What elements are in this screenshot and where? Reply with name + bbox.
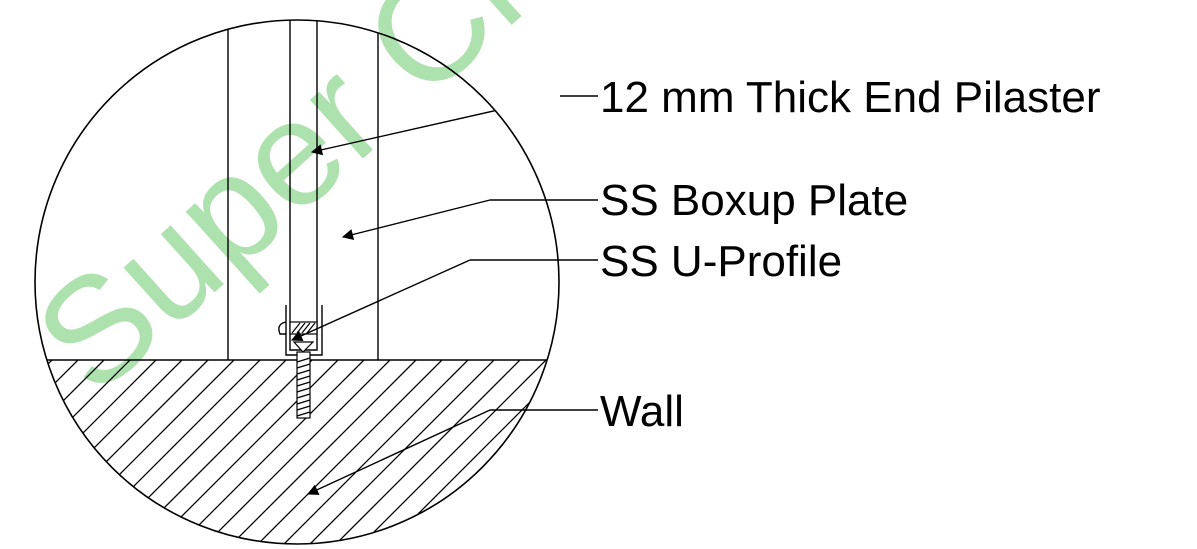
hatch-line <box>684 360 884 549</box>
leader-lines <box>290 95 559 495</box>
hatch-line <box>35 360 105 544</box>
screw-thread <box>296 411 311 417</box>
anchor-screw <box>296 351 311 419</box>
label-u-profile: SS U-Profile <box>600 237 842 286</box>
hatch-line <box>267 360 469 544</box>
screw-thread <box>296 393 311 399</box>
hatch-line <box>0 360 26 549</box>
hatch-line <box>397 360 559 544</box>
screw-thread <box>296 381 311 387</box>
hatch-line <box>215 360 417 544</box>
hatch-line <box>35 360 131 544</box>
hatch-line <box>423 360 559 544</box>
hatch-line <box>736 360 936 549</box>
screw-thread <box>296 387 311 393</box>
hatch-line <box>345 360 547 544</box>
hatch-line <box>762 360 962 549</box>
label-pilaster: 12 mm Thick End Pilaster <box>600 73 1100 122</box>
screw-thread <box>296 405 311 411</box>
hatch-line <box>710 360 910 549</box>
screw-thread <box>296 375 311 381</box>
detail-circle-outline <box>34 19 560 545</box>
hatch-line <box>293 360 495 544</box>
leader-extensions <box>470 95 598 411</box>
hatch-line <box>35 360 79 544</box>
label-wall: Wall <box>600 387 684 436</box>
hatch-line <box>371 360 559 544</box>
screw-thread <box>296 399 311 405</box>
screw-thread <box>296 357 311 363</box>
hatch-line <box>658 360 858 549</box>
hatch-line <box>319 360 521 544</box>
screw-thread <box>296 369 311 375</box>
hatch-line <box>788 360 988 549</box>
hatch-line <box>189 360 391 544</box>
hatch-line <box>35 360 53 544</box>
label-boxup-plate: SS Boxup Plate <box>600 176 908 225</box>
screw-head <box>289 321 318 353</box>
screw-thread <box>296 363 311 369</box>
hatch-line <box>241 360 443 544</box>
